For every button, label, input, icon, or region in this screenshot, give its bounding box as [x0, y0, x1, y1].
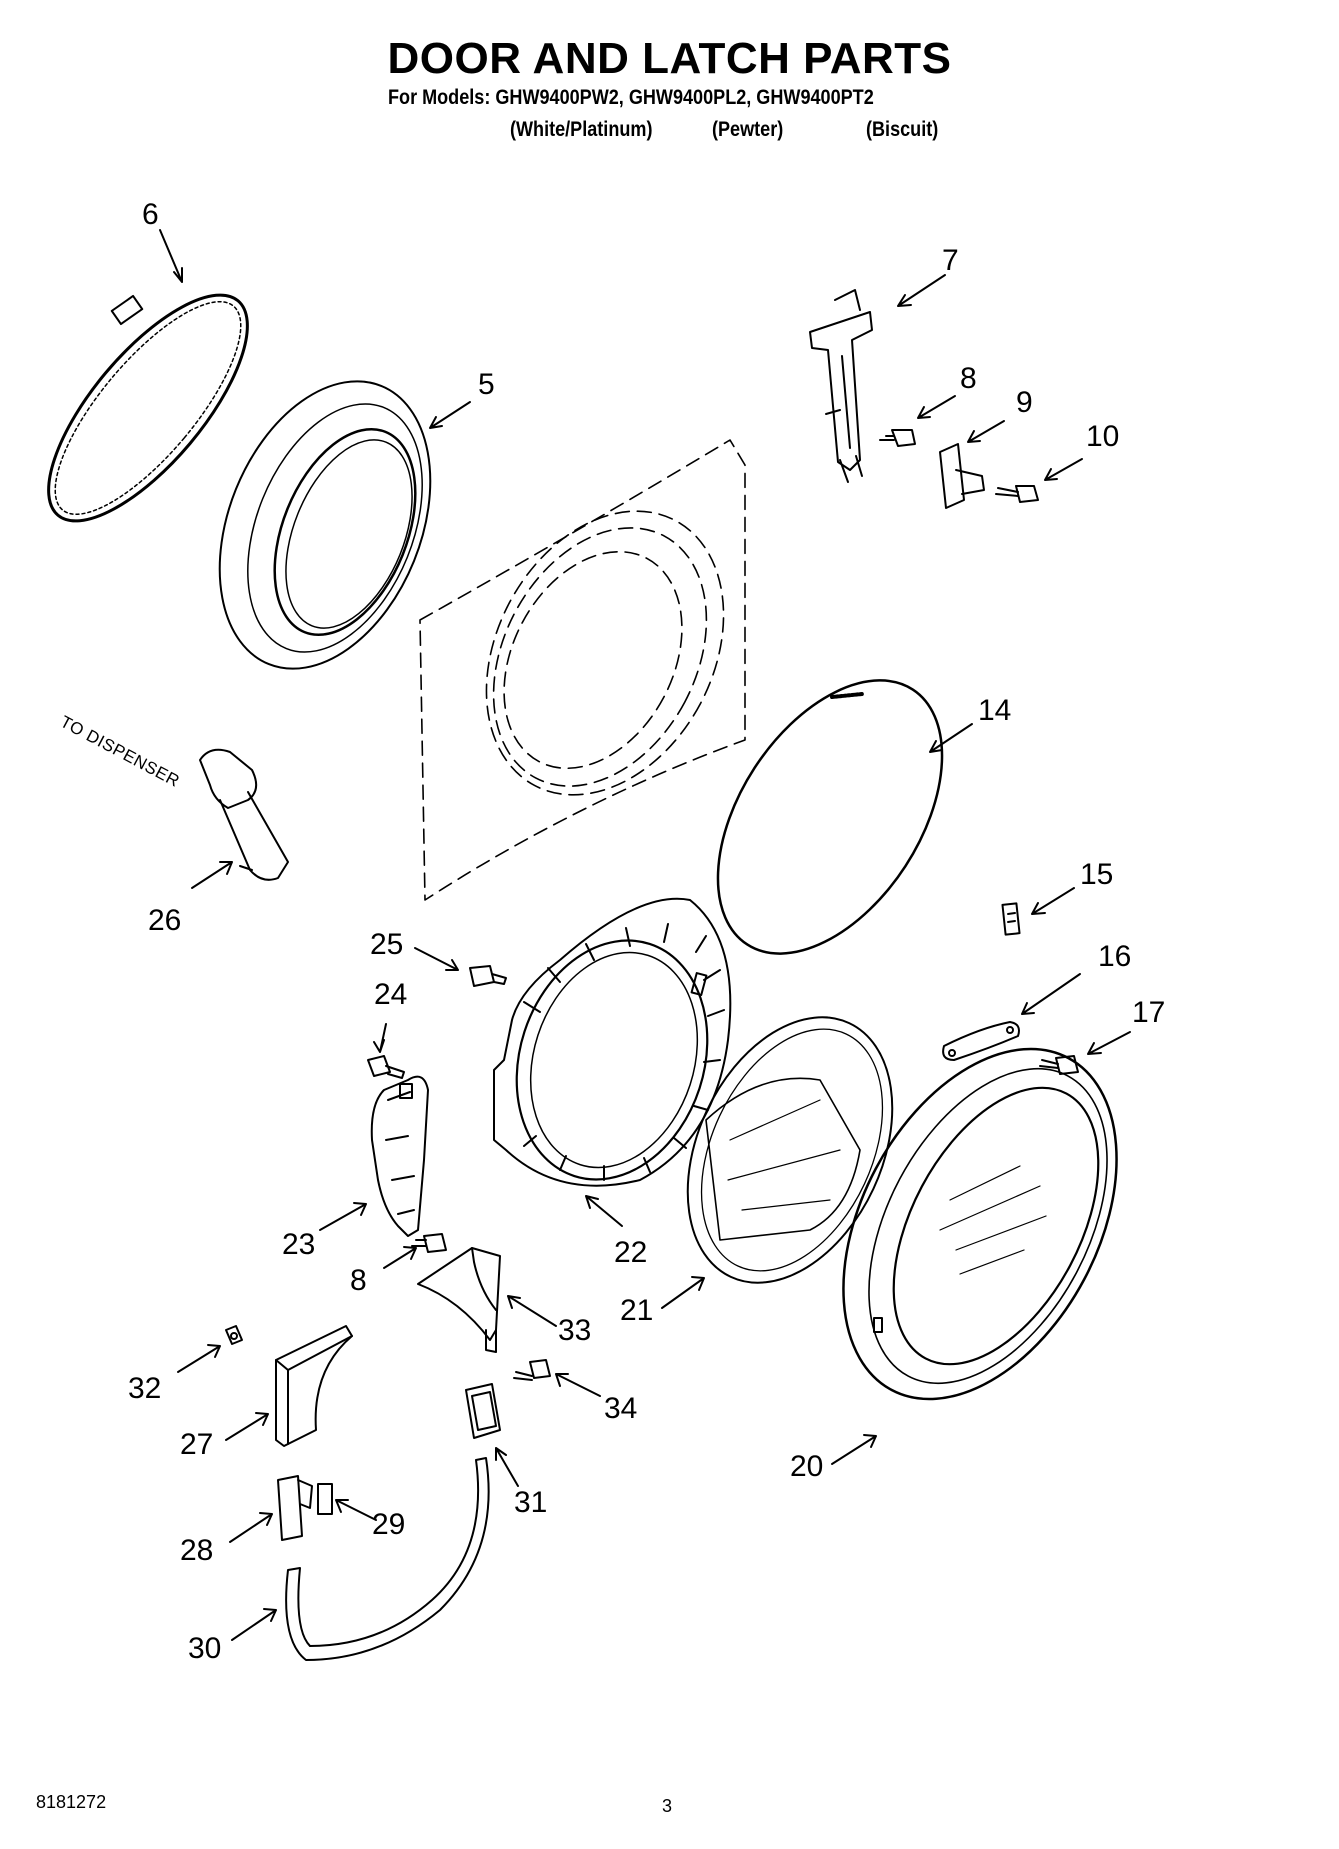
part-10-screw: [995, 485, 1039, 503]
models-line: For Models: GHW9400PW2, GHW9400PL2, GHW9…: [388, 86, 874, 109]
part-29-pad: [317, 1483, 333, 1515]
leader-6: [159, 229, 183, 283]
variant-white-platinum: (White/Platinum): [510, 118, 653, 141]
callout-27: 27: [180, 1428, 214, 1461]
part-28-insert: [277, 1475, 313, 1541]
leader-31: [495, 1447, 519, 1487]
part-31-latch: [465, 1383, 501, 1439]
part-7-lock-switch: [809, 289, 873, 483]
part-23-hinge: [370, 1075, 429, 1237]
leader-27: [225, 1412, 269, 1441]
leader-32: [177, 1344, 221, 1373]
callout-9: 9: [1016, 386, 1033, 419]
front-panel-outline: [419, 439, 746, 901]
part-15-clip: [1001, 902, 1021, 936]
leader-5: [429, 401, 471, 429]
callout-28: 28: [180, 1534, 214, 1567]
part-8-screw-lower: [411, 1233, 447, 1253]
callout-21: 21: [620, 1294, 654, 1327]
callout-6: 6: [142, 198, 159, 231]
leader-23: [319, 1202, 367, 1231]
variant-biscuit: (Biscuit): [866, 118, 939, 141]
leader-8b: [383, 1246, 417, 1269]
leader-21: [661, 1276, 705, 1309]
callout-34: 34: [604, 1392, 638, 1425]
leader-22: [585, 1195, 623, 1227]
leader-34: [555, 1373, 601, 1397]
callout-23: 23: [282, 1228, 316, 1261]
variant-pewter: (Pewter): [712, 118, 784, 141]
leader-33: [507, 1295, 557, 1327]
callout-15: 15: [1080, 858, 1114, 891]
leader-16: [1021, 973, 1081, 1015]
leader-17: [1087, 1031, 1131, 1055]
part-22-inner-frame: [493, 897, 732, 1187]
leader-7: [897, 274, 946, 307]
leader-20: [831, 1434, 877, 1465]
part-25-screw: [469, 965, 507, 987]
leader-8a: [917, 395, 956, 419]
part-6-clamp: [47, 293, 249, 523]
part-9-strike: [939, 443, 985, 509]
callout-7: 7: [942, 244, 959, 277]
part-21-inner-glass: [686, 1016, 894, 1284]
callout-30: 30: [188, 1632, 222, 1665]
part-16-strap: [942, 1021, 1020, 1061]
callout-22: 22: [614, 1236, 648, 1269]
leader-30: [231, 1608, 277, 1641]
leader-arrows: [159, 229, 1131, 1641]
page-title: DOOR AND LATCH PARTS: [387, 34, 952, 83]
part-5-bellows: [218, 380, 432, 670]
part-8-screw-upper: [879, 429, 916, 447]
part-30-arc-seal: [285, 1457, 490, 1661]
leader-24: [373, 1023, 387, 1053]
leader-26: [191, 861, 233, 889]
part-24-screw: [367, 1055, 405, 1079]
leader-9: [967, 420, 1005, 443]
callout-10: 10: [1086, 420, 1120, 453]
part-33-handle: [417, 1247, 501, 1353]
callout-31: 31: [514, 1486, 548, 1519]
leader-15: [1031, 887, 1075, 915]
callout-32: 32: [128, 1372, 162, 1405]
part-27-cover: [275, 1325, 353, 1447]
leader-29: [335, 1499, 377, 1521]
callout-26: 26: [148, 904, 182, 937]
page-number: 3: [662, 1796, 673, 1816]
leader-14: [929, 723, 973, 753]
doc-number: 8181272: [36, 1792, 107, 1812]
part-20-outer-door: [842, 1047, 1118, 1401]
leader-25: [414, 947, 459, 971]
callout-8-upper: 8: [960, 362, 977, 395]
callout-25: 25: [370, 928, 404, 961]
part-34-screw: [513, 1359, 551, 1381]
callout-17: 17: [1132, 996, 1166, 1029]
leader-10: [1044, 458, 1083, 481]
part-26-hose: [199, 748, 289, 881]
callout-14: 14: [978, 694, 1012, 727]
callout-20: 20: [790, 1450, 824, 1483]
part-32-nut: [225, 1325, 243, 1345]
callout-29: 29: [372, 1508, 406, 1541]
callout-16: 16: [1098, 940, 1132, 973]
part-14-gasket: [716, 679, 944, 955]
callout-5: 5: [478, 368, 495, 401]
callout-24: 24: [374, 978, 408, 1011]
callout-33: 33: [558, 1314, 592, 1347]
leader-28: [229, 1512, 273, 1543]
callout-8-lower: 8: [350, 1264, 367, 1297]
